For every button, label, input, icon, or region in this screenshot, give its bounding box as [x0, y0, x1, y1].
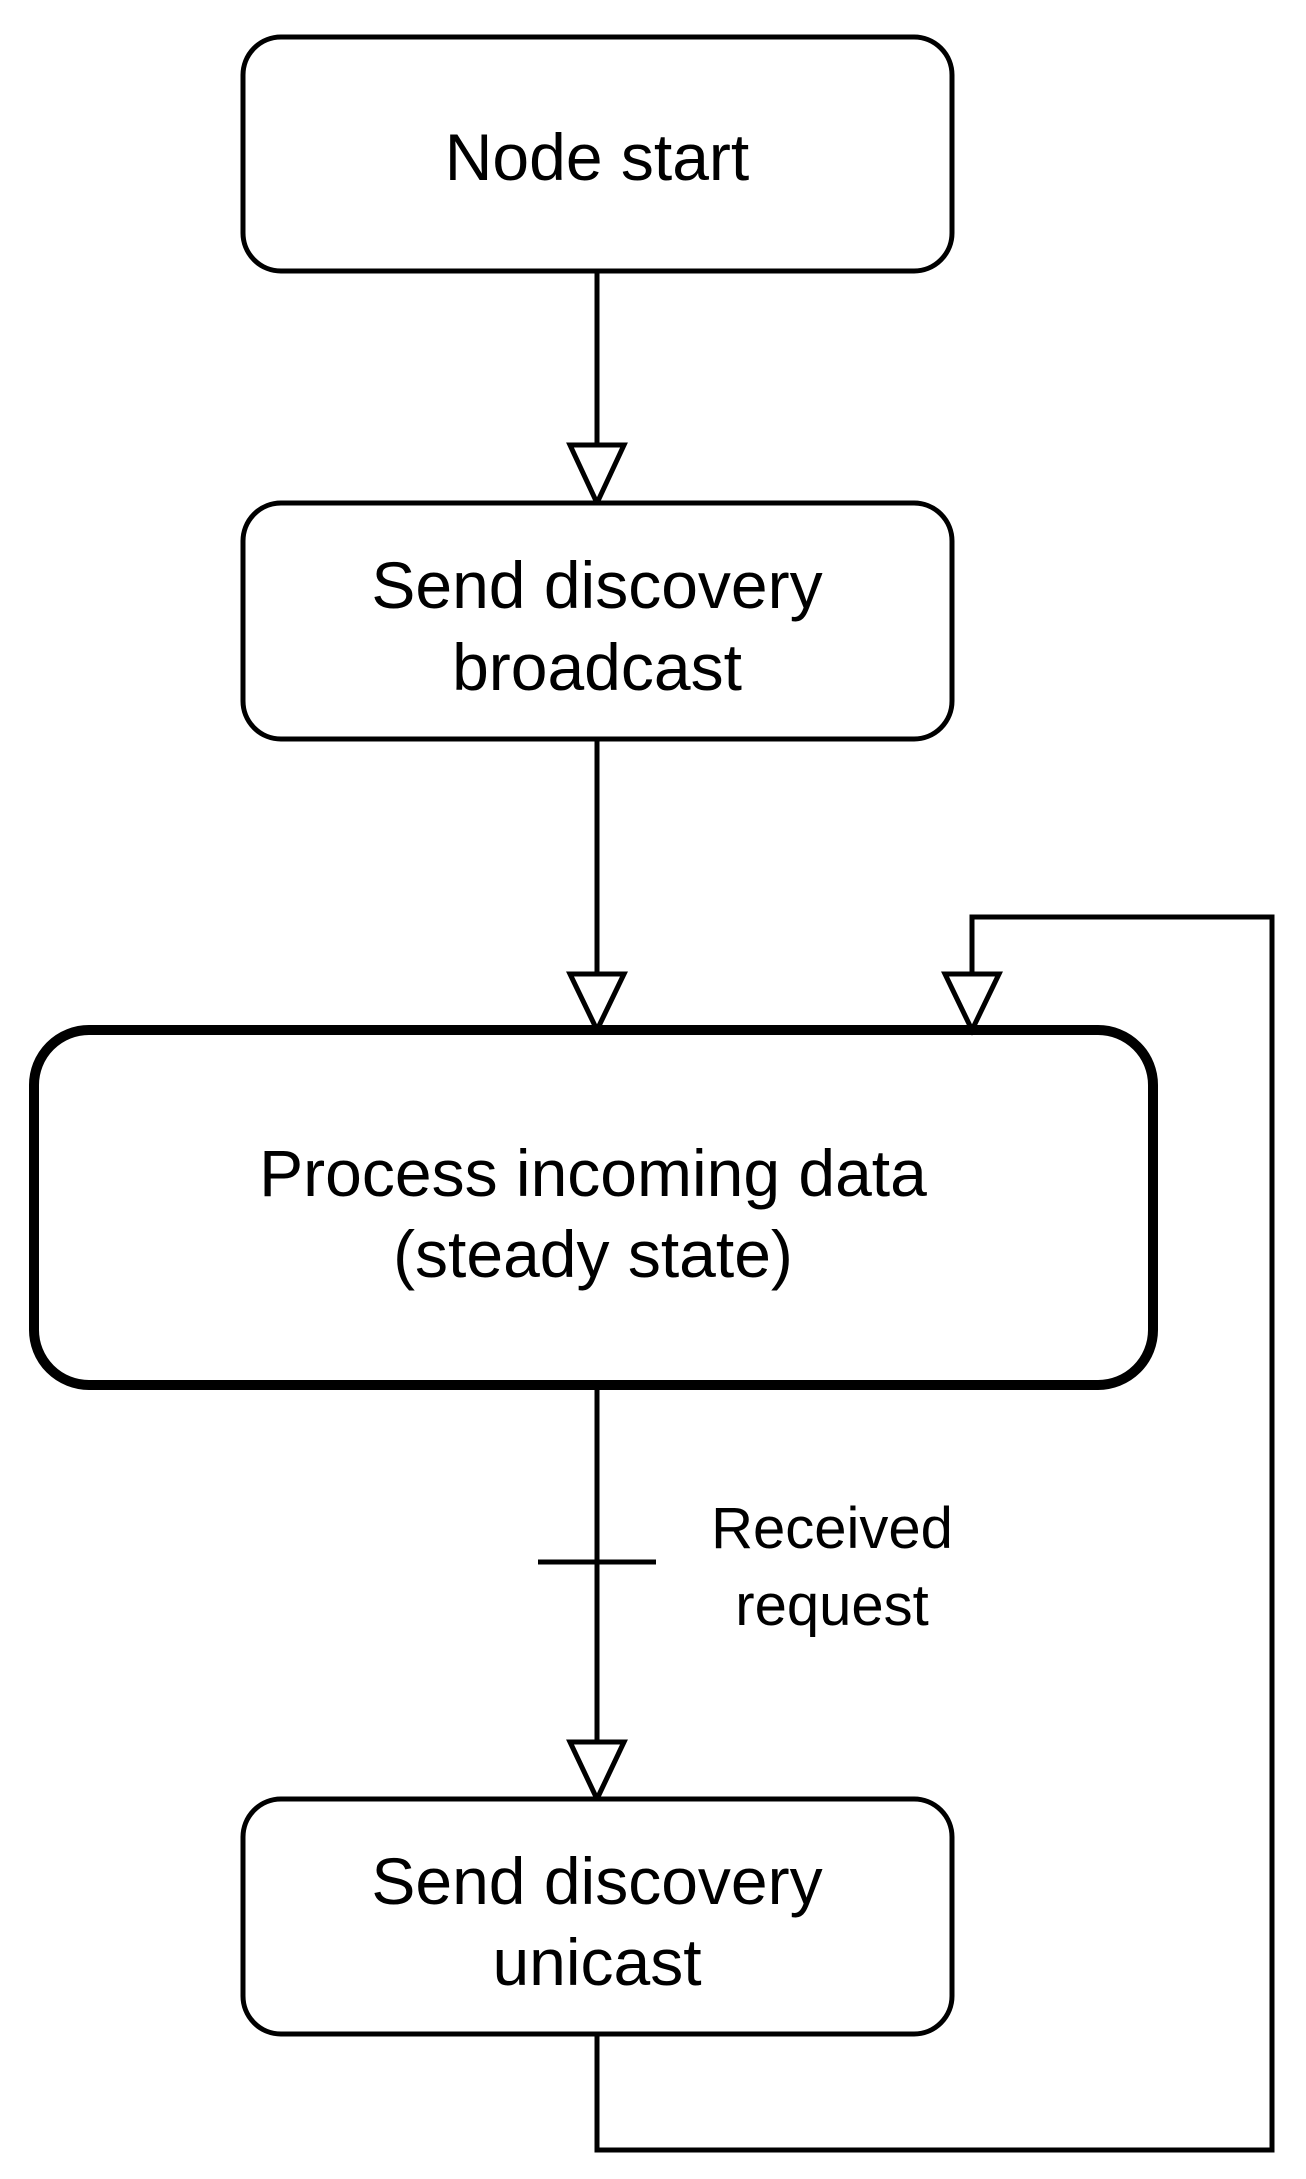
send-discovery-unicast-label-line2: unicast: [492, 1925, 701, 1999]
transition-label-line1: Received: [711, 1496, 953, 1561]
send-discovery-unicast: Send discovery unicast: [240, 1796, 955, 2037]
node-start: Node start: [240, 34, 955, 274]
process-incoming-data-label-line2: (steady state): [393, 1217, 793, 1291]
process-incoming-data: Process incoming data (steady state): [29, 1025, 1158, 1390]
process-incoming-data-label-line1: Process incoming data: [259, 1136, 927, 1210]
node-start-label: Node start: [445, 120, 749, 194]
transition-label-received-request: Received request: [711, 1496, 953, 1638]
transition-label-line2: request: [735, 1573, 928, 1638]
arrowhead-icon: [566, 442, 628, 509]
edge-broadcast-to-process: [566, 739, 628, 1036]
send-discovery-broadcast-label-line2: broadcast: [452, 630, 742, 704]
edge-process-to-unicast: [538, 1390, 656, 1805]
edge-unicast-loop-back-line: [594, 914, 1275, 2153]
send-discovery-unicast-label-line1: Send discovery: [371, 1844, 822, 1918]
edge-start-to-broadcast: [566, 271, 628, 509]
arrowhead-icon: [566, 1739, 628, 1805]
process-incoming-data-box: [29, 1025, 1158, 1390]
arrowhead-icon: [941, 971, 1003, 1036]
send-discovery-broadcast: Send discovery broadcast: [240, 500, 955, 742]
send-discovery-broadcast-label-line1: Send discovery: [371, 548, 822, 622]
arrowhead-icon: [566, 971, 628, 1036]
edge-unicast-loop-back: [594, 914, 1275, 2153]
